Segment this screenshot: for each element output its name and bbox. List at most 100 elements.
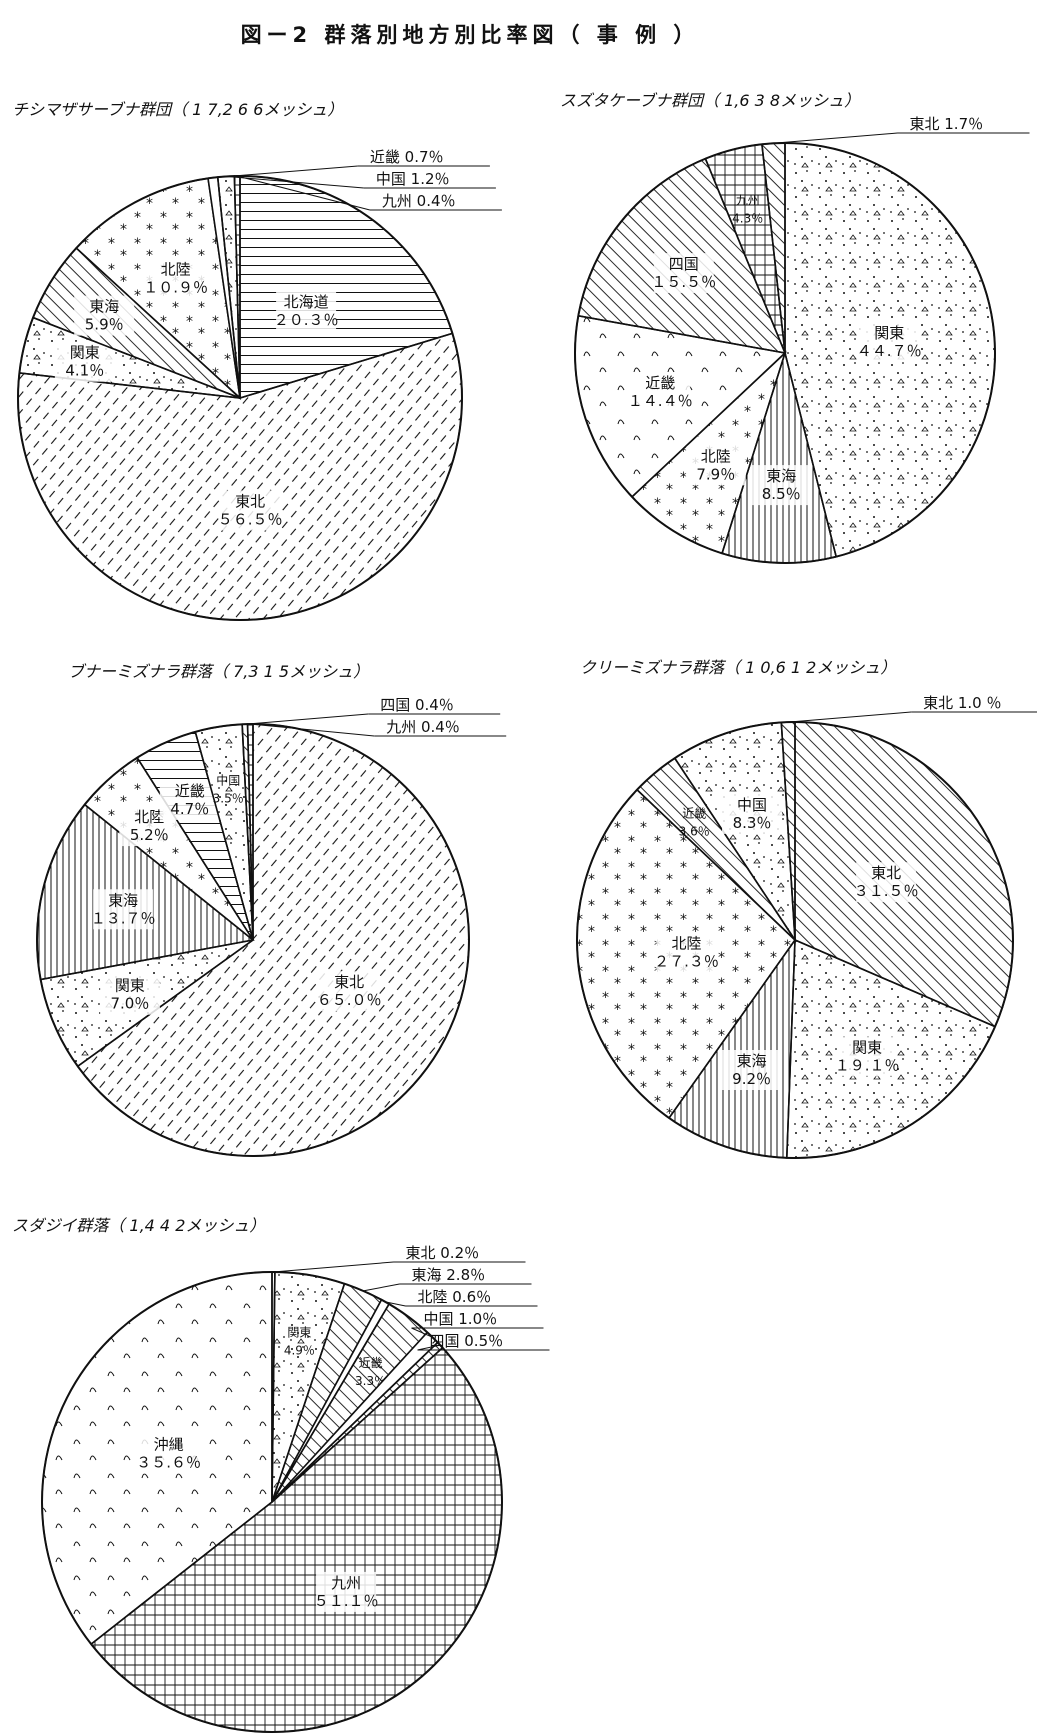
slice-label-bg — [722, 793, 782, 834]
slice-region-label: 東北 — [334, 973, 364, 991]
callout-line — [250, 723, 375, 737]
slice-label-bg — [145, 258, 206, 299]
pie-title: スダジイ群落（ 1,4 4 2メッシュ） — [12, 1216, 265, 1235]
slice-value-label: 5.2％ — [130, 826, 169, 844]
slice-value-label: ３１.５％ — [854, 882, 919, 900]
slice-label-bg — [630, 372, 691, 412]
pie-chart-1: チシマザサーブナ群団（ 1 7,2 6 6メッシュ）北海道２０.３％東北５６.５… — [12, 100, 502, 621]
slice-region-label: 中国 — [216, 773, 240, 788]
slice-value-label: 3.6％ — [679, 825, 710, 839]
slice-label-bg — [319, 971, 380, 1012]
slice-value-label: ３５.６％ — [136, 1454, 201, 1472]
slice-label-bg — [99, 974, 160, 1015]
callout-label-近畿: 近畿 0.7％ — [370, 148, 444, 166]
callout-label-北陸: 北陸 0.6％ — [418, 1288, 492, 1306]
slice-value-label: １３.７％ — [91, 909, 156, 927]
callout-label-東海: 東海 2.8％ — [412, 1266, 486, 1284]
slice-region-label: 北陸 — [161, 260, 191, 278]
slice-value-label: 5.9％ — [85, 316, 124, 334]
callout-label-東北: 東北 0.2％ — [406, 1244, 480, 1262]
slice-label-bg — [138, 1433, 199, 1474]
pie-outline — [574, 142, 996, 564]
slice-label-bg — [54, 341, 115, 382]
slice-region-label: 北陸 — [671, 935, 701, 953]
slice-region-label: 東北 — [235, 493, 265, 511]
callout-label-東北: 東北 1.7％ — [910, 115, 984, 133]
slice-region-label: 近畿 — [682, 807, 706, 821]
slice-region-label: 沖縄 — [154, 1436, 184, 1454]
slice-label-bg — [316, 1571, 377, 1612]
slice-value-label: ４４.７％ — [857, 342, 922, 360]
slice-value-label: 7.0％ — [110, 995, 149, 1013]
slice-value-label: ２０.３％ — [274, 311, 339, 329]
slice-region-label: 近畿 — [359, 1356, 383, 1370]
slice-label-bg — [685, 445, 746, 486]
slice-label-bg — [859, 322, 920, 363]
callout-label-中国: 中国 1.0％ — [424, 1310, 498, 1328]
callout-label-九州: 九州 0.4％ — [386, 718, 460, 736]
callout-label-九州: 九州 0.4％ — [382, 192, 456, 210]
slice-region-label: 中国 — [737, 796, 767, 814]
slice-value-label: ２７.３％ — [654, 953, 719, 971]
slice-value-label: 9.2％ — [732, 1070, 771, 1088]
pie-chart-2: スズタケーブナ群団（ 1,6 3 8メッシュ）関東４４.７％東海8.5％北陸7.… — [560, 91, 1030, 564]
slice-value-label: １５.５％ — [651, 273, 716, 291]
slice-value-label: 4.7％ — [170, 800, 209, 818]
slice-region-label: 東海 — [737, 1052, 767, 1070]
slice-value-label: 3.3％ — [355, 1374, 386, 1388]
pie-title: ブナーミズナラ群落（ 7,3 1 5メッシュ） — [68, 662, 369, 681]
slice-value-label: 7.9％ — [696, 465, 735, 483]
callout-label-四国: 四国 0.4％ — [380, 696, 454, 714]
callout-line — [773, 132, 898, 144]
slice-label-bg — [721, 1050, 782, 1090]
callout-label-東北: 東北 1.0 ％ — [923, 694, 1001, 712]
slice-value-label: １９.１％ — [835, 1056, 900, 1074]
callout-line — [417, 1344, 441, 1351]
slice-region-label: 北陸 — [701, 447, 731, 465]
slice-label-bg — [220, 490, 281, 531]
slice-region-label: 東海 — [89, 298, 119, 316]
slice-label-bg — [656, 932, 717, 973]
slice-label-bg — [751, 465, 812, 506]
slice-label-bg — [74, 295, 135, 336]
callout-label-四国: 四国 0.5％ — [430, 1332, 504, 1350]
slice-region-label: 近畿 — [645, 374, 675, 392]
slice-region-label: 近畿 — [175, 782, 205, 800]
pie-title: スズタケーブナ群団（ 1,6 3 8メッシュ） — [560, 91, 860, 110]
slice-value-label: ６５.０％ — [317, 991, 382, 1009]
slice-region-label: 四国 — [669, 255, 699, 273]
slice-region-label: 東海 — [108, 891, 138, 909]
slice-label-bg — [856, 862, 917, 903]
slice-region-label: 関東 — [115, 977, 145, 995]
slice-region-label: 東北 — [871, 864, 901, 882]
figure-title: 図ー2 群落別地方別比率図（ 事 例 ） — [241, 23, 700, 47]
slice-value-label: ５１.１％ — [314, 1592, 379, 1610]
pie-title: チシマザサーブナ群団（ 1 7,2 6 6メッシュ） — [12, 100, 343, 119]
pie-outline — [17, 175, 463, 621]
slice-value-label: 4.1％ — [65, 362, 104, 380]
pie-title: クリーミズナラ群落（ 1 0,6 1 2メッシュ） — [580, 658, 896, 677]
callout-line — [411, 1327, 433, 1338]
slice-value-label: ５６.５％ — [218, 511, 283, 529]
slice-value-label: １４.４％ — [628, 392, 693, 410]
slice-region-label: 北陸 — [134, 808, 164, 826]
slice-label-bg — [653, 253, 714, 294]
callout-line — [244, 713, 369, 725]
slice-region-label: 関東 — [874, 324, 904, 342]
slice-label-bg — [93, 889, 154, 930]
callout-line — [363, 1283, 400, 1292]
slice-region-label: 関東 — [852, 1038, 882, 1056]
callout-line — [273, 1261, 394, 1273]
slice-region-label: 九州 — [736, 194, 760, 208]
slice-region-label: 東海 — [766, 467, 796, 485]
slice-region-label: 九州 — [331, 1574, 361, 1592]
pie-outline — [36, 723, 470, 1157]
callout-line — [788, 711, 912, 723]
slice-region-label: 関東 — [287, 1326, 311, 1340]
slice-label-bg — [276, 290, 337, 331]
slice-label-bg — [837, 1036, 898, 1077]
pie-chart-5: スダジイ群落（ 1,4 4 2メッシュ）東北 0.2％関東4.9％東海 2.8％… — [12, 1216, 550, 1733]
slice-region-label: 関東 — [70, 344, 100, 362]
